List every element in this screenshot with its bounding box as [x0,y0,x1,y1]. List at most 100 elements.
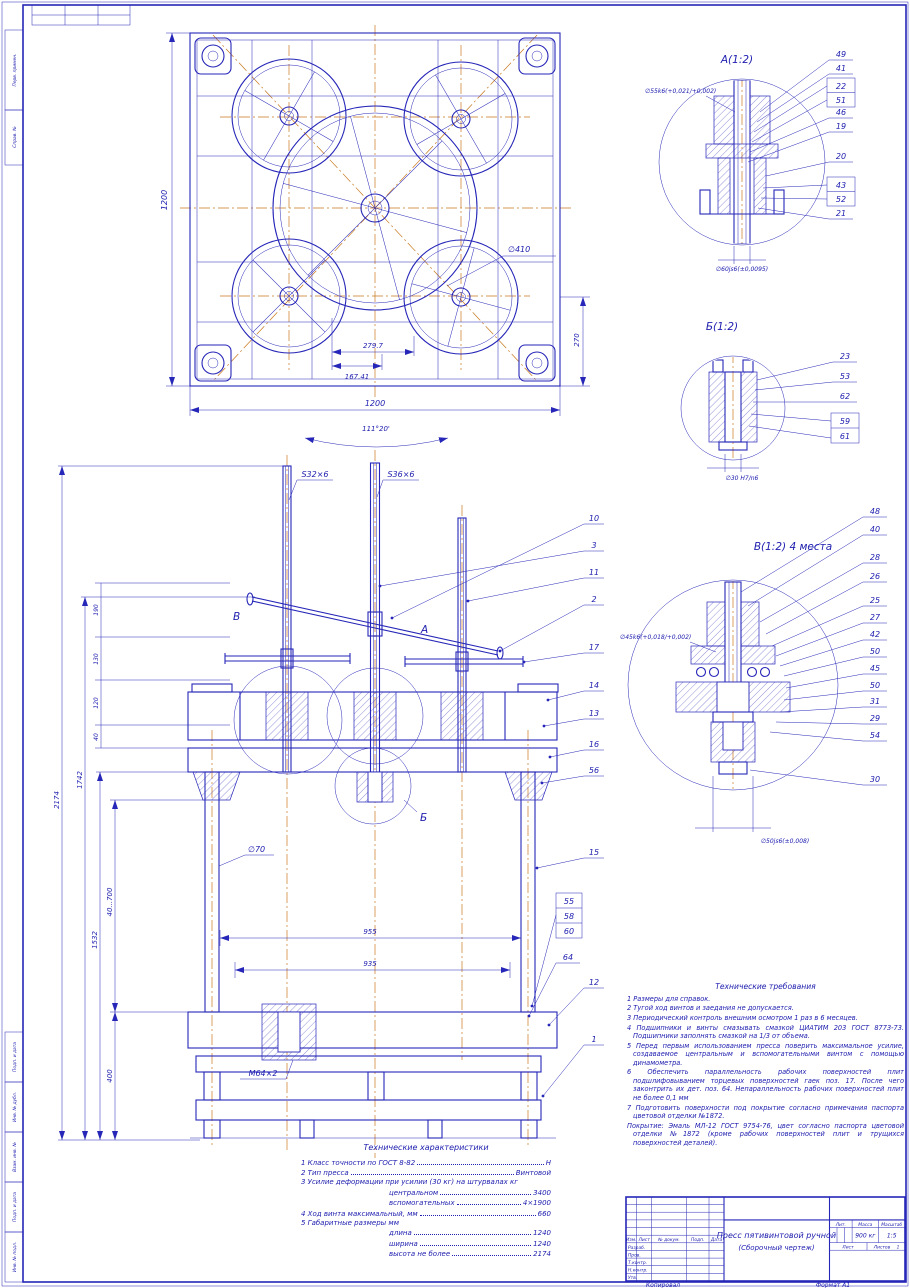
dimension: 1742 [76,771,84,789]
balloon: 23 [840,352,850,361]
tech-char-label: высота не более [389,1250,451,1259]
handwheel-left-front[interactable] [224,648,351,669]
balloon: 22 [836,82,846,91]
handwheel-small[interactable] [217,224,361,368]
balloon: 25 [870,596,880,605]
balloon: 16 [589,740,599,749]
top-view: 1200 1200 270 279.7 167.41 111°20' ∅410 [160,25,590,448]
balloon: 30 [870,775,880,784]
handwheel-central[interactable] [272,105,478,311]
tech-char-value: 1240 [533,1239,551,1248]
corner-pad [194,37,232,75]
view-letter: В [233,611,240,623]
dimension: 130 [93,653,100,665]
tech-char-value: 3400 [533,1188,551,1197]
balloon-callouts: 49 41 22 51 46 19 20 43 52 21 [747,50,856,220]
sheets-label: Листов [873,1244,891,1250]
dimension: 1200 [365,399,385,408]
dimension: 955 [363,928,377,936]
tb-header-cell: № докум. [657,1237,680,1243]
tech-char-value: Винтовой [515,1169,551,1178]
tech-char-value: 2174 [533,1250,551,1259]
press-plate-outline [189,32,561,387]
lower-plate [187,1011,558,1049]
balloon: 20 [836,152,846,161]
mass-value: 900 кг [855,1233,876,1240]
balloon: 3 [591,541,596,550]
detail-title: Б(1:2) [706,321,738,333]
tech-req-item: 1 Размеры для справок. [627,994,711,1003]
dimension: 120 [93,697,100,709]
balloon: 19 [836,122,846,131]
tb-header-cell: Подп. [691,1237,704,1243]
balloon-callouts: 10 3 11 2 17 14 13 16 56 15 55 58 60 [378,514,604,1098]
format-label: Формат А1 [816,1282,850,1288]
tb-header-cell: Дата [710,1237,723,1243]
dimension: 1200 [160,190,169,210]
balloon: 45 [870,664,880,673]
dimension: ∅50js6(±0,008) [761,838,809,845]
balloon: 31 [870,697,880,706]
tb-header-cell: Изм. [626,1237,636,1243]
sheets-value: 1 [897,1244,900,1250]
dimension: 2174 [53,791,61,809]
tech-char-label: 4 Ход винта максимальный, мм [301,1209,418,1218]
tech-char-title: Технические характеристики [363,1143,489,1152]
tech-char-value: 4×1900 [522,1199,551,1208]
dimension: 167.41 [345,373,370,381]
tech-req-item: Покрытие: Эмаль МЛ-12 ГОСТ 9754-76, цвет… [627,1121,904,1147]
tech-char-row: 5 Габаритные размеры мм [301,1219,551,1228]
dimension: 40 [93,733,100,741]
tech-char-label: центральном [389,1188,439,1197]
dimension: ∅30 H7/n6 [726,475,759,482]
balloon: 27 [870,613,881,622]
dimension: 190 [93,604,100,616]
tb-header-cell: Лист [638,1237,651,1243]
balloon: 2 [591,595,596,604]
balloon: 49 [836,50,846,59]
dimension: 270 [573,333,581,347]
handwheel-small[interactable] [219,46,358,185]
dimension: M64×2 [249,1069,278,1078]
base-frame-rail [195,1099,542,1121]
handwheel-right-front[interactable] [404,651,524,672]
tech-char-value: 1240 [533,1229,551,1238]
stamp-label: Инв. № дубл. [12,1092,18,1122]
sheet-label: Лист [841,1244,854,1250]
balloon: 12 [589,978,599,987]
tech-char-label: 3 Усилие деформации при усилии (30 кг) н… [301,1178,518,1187]
balloon: 55 [564,897,574,906]
corner-pad [518,37,556,75]
tech-char-value: Н [545,1158,551,1167]
tech-req-item: 3 Периодический контроль внешним осмотро… [627,1013,858,1022]
handwheel-small[interactable] [399,235,524,360]
technical-characteristics: Технические характеристики 1 Класс точно… [301,1143,551,1259]
balloon: 26 [870,572,880,581]
balloon: 60 [564,927,574,936]
balloon: 21 [836,209,846,218]
balloon: 50 [870,647,880,656]
dimension: 1532 [91,931,99,949]
detail-v: В(1:2) 4 места ∅45k6(+0,018/+0,002) ∅50j… [620,507,887,845]
tech-char-label: 1 Класс точности по ГОСТ 8-82 [301,1158,416,1167]
tech-char-row: 3 Усилие деформации при усилии (30 кг) н… [301,1178,551,1187]
tech-req-item: 4 Подшипники и винты смазывать смазкой Ц… [627,1023,904,1041]
press-plate [187,747,558,773]
tb-row-label: Н.контр. [628,1268,648,1274]
dimension: ∅70 [248,845,265,854]
balloon: 59 [840,417,850,426]
scale-label: Масштаб [881,1222,902,1228]
balloon-callouts: 23 53 62 59 61 [748,352,860,444]
balloon: 15 [589,848,599,857]
stamp-label: Подп. и дата [12,1192,18,1222]
tech-char-label: 5 Габаритные размеры мм [301,1218,399,1227]
handwheel-small[interactable] [391,49,530,188]
balloon: 40 [870,525,880,534]
detail-b: Б(1:2) ∅30 H7/n6 23 53 62 59 61 [680,321,860,482]
tb-row-label: Т.контр. [628,1260,647,1266]
tech-char-label: 2 Тип пресса [301,1169,349,1178]
balloon: 46 [836,108,846,117]
tech-char-label: ширина [389,1239,418,1248]
